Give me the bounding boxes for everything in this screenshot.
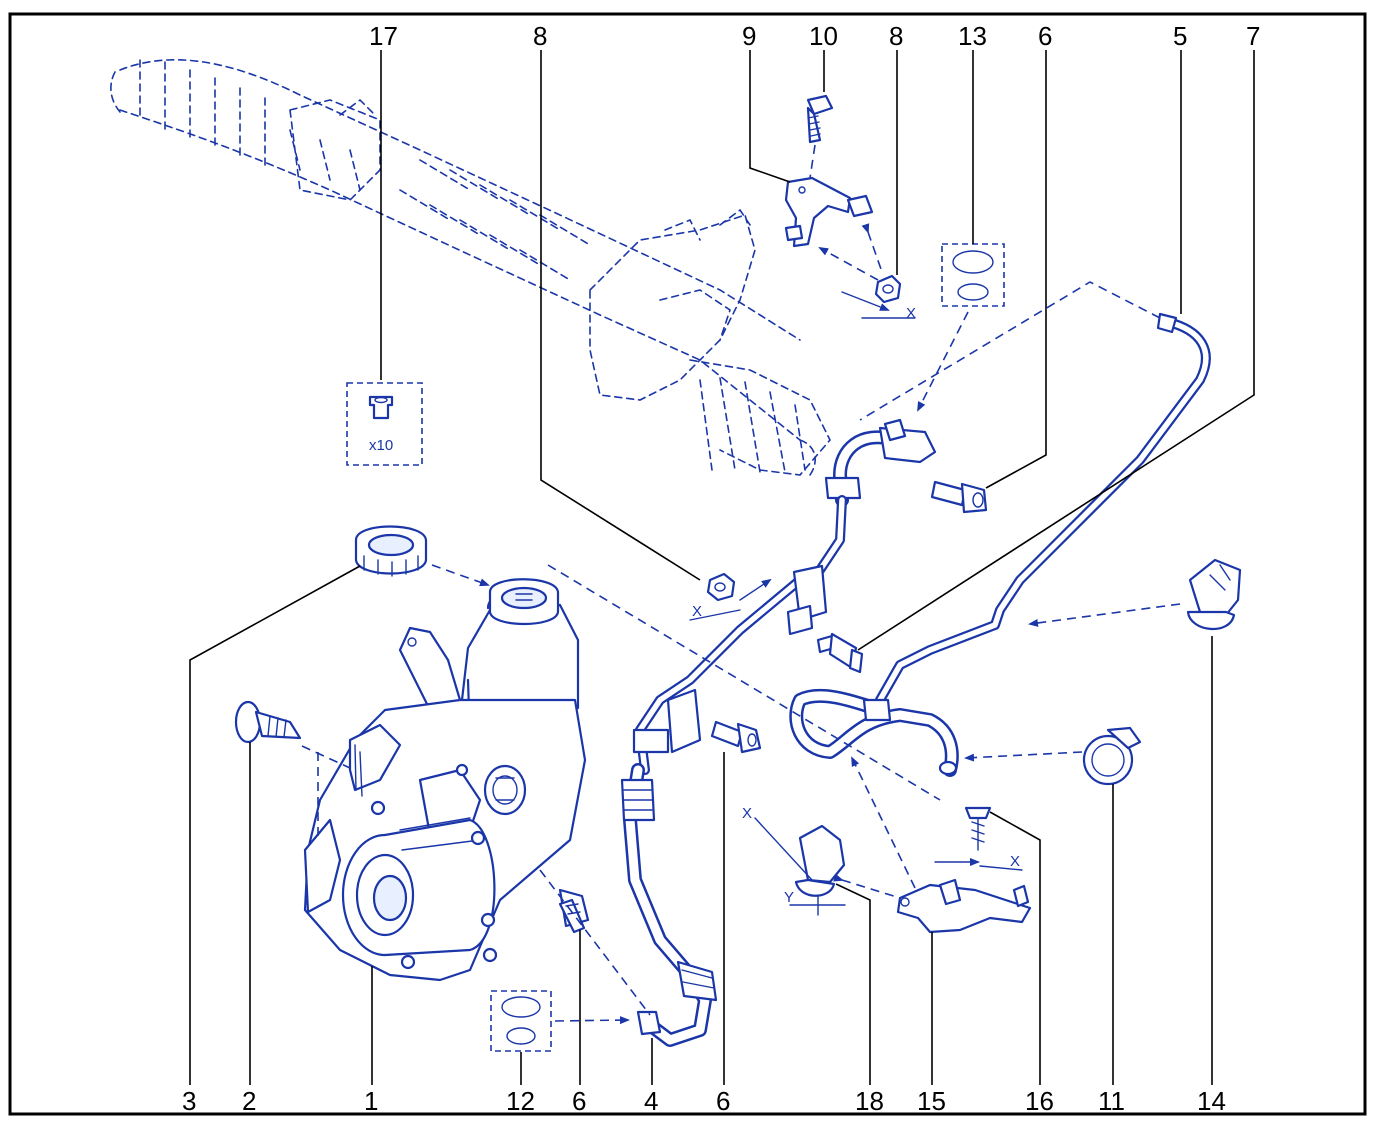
callouts-bottom: 3 2 1 12 6 4 6 18 15 16 11 14 — [182, 1086, 1226, 1116]
part-5-pipe — [875, 312, 1211, 705]
x-label-top: X — [906, 305, 916, 322]
callout-6-middle: 6 — [716, 1086, 730, 1116]
bracket-15-guide — [851, 756, 916, 889]
part-4-pressure-hose — [620, 495, 847, 1047]
callout-18: 18 — [855, 1086, 884, 1116]
x-dim-top — [841, 291, 890, 311]
callout-15: 15 — [917, 1086, 946, 1116]
x-dim-18 — [754, 817, 813, 881]
y-label-18: Y — [784, 889, 794, 906]
y-dim-18 — [789, 894, 846, 916]
part-14-clip — [1186, 558, 1242, 630]
bolt-2-guide — [301, 745, 351, 769]
part-11-clamp — [1082, 726, 1142, 786]
x-arrow-middle — [739, 578, 772, 601]
x-label-right: X — [1010, 853, 1020, 870]
o-ring-12-guide — [554, 1016, 630, 1025]
part-6-bolt-middle — [710, 720, 762, 754]
callout-5: 5 — [1173, 21, 1187, 51]
callout-3: 3 — [182, 1086, 196, 1116]
callout-11: 11 — [1098, 1086, 1125, 1116]
reservoir-guide-line — [547, 564, 941, 801]
x-label-18: X — [742, 805, 752, 822]
callout-7: 7 — [1246, 21, 1260, 51]
arrow-nut-to-bracket — [861, 223, 883, 273]
diagram-frame — [8, 12, 1367, 1116]
x-label-middle: X — [692, 603, 702, 620]
cap-3-guide — [431, 564, 490, 587]
callout-14: 14 — [1197, 1086, 1226, 1116]
callout-16: 16 — [1025, 1086, 1054, 1116]
part-10-bolt — [806, 94, 834, 144]
part-18-clip — [794, 824, 846, 897]
clip-18-guide — [833, 873, 901, 899]
clip-14-guide — [1028, 603, 1181, 627]
x-dim-right — [979, 865, 1023, 871]
callout-17: 17 — [369, 21, 398, 51]
rack-fitting-hose — [824, 418, 937, 507]
arrow-nut-to-bracket-2 — [818, 247, 879, 281]
steering-rack-ghost — [110, 59, 831, 476]
quantity-label: x10 — [369, 437, 393, 454]
part-8-nut-middle — [706, 572, 736, 602]
callouts-top: 17 8 9 10 8 13 6 5 7 — [369, 21, 1260, 51]
callout-8-top: 8 — [533, 21, 547, 51]
part-6-bolt-lower — [558, 888, 590, 934]
part-16-screw — [964, 806, 992, 851]
part-2-bolt — [234, 700, 302, 744]
part-6-bolt-top — [930, 480, 988, 514]
part-7-stud — [816, 632, 864, 674]
bolt-6-lower-guide — [539, 869, 651, 1016]
callout-6-lower: 6 — [572, 1086, 586, 1116]
part-13-o-ring-box — [941, 243, 1005, 307]
clamp-11-guide — [964, 751, 1083, 762]
leader-lines — [189, 50, 1255, 1085]
callout-2: 2 — [242, 1086, 256, 1116]
return-hose-loop — [789, 688, 959, 777]
part-9-bracket — [784, 176, 874, 248]
bolt-10-guide — [809, 144, 816, 179]
part-1-pump-assembly — [303, 578, 587, 982]
callout-10: 10 — [809, 21, 838, 51]
callout-13: 13 — [958, 21, 987, 51]
callout-12: 12 — [506, 1086, 535, 1116]
part-17-bush-box: x10 — [346, 382, 423, 466]
callout-6-top: 6 — [1038, 21, 1052, 51]
part-8-nut-top — [874, 274, 902, 304]
callout-9: 9 — [742, 21, 756, 51]
part-3-reservoir-cap — [354, 525, 428, 577]
part-15-bracket — [896, 878, 1032, 934]
o-ring-13-guide — [917, 311, 969, 412]
callout-1: 1 — [364, 1086, 378, 1116]
x-dim-middle — [689, 609, 741, 621]
pipe-5-guide — [859, 281, 1161, 421]
part-12-o-ring-box — [490, 990, 552, 1052]
callout-8-upper: 8 — [889, 21, 903, 51]
callout-4: 4 — [644, 1086, 658, 1116]
